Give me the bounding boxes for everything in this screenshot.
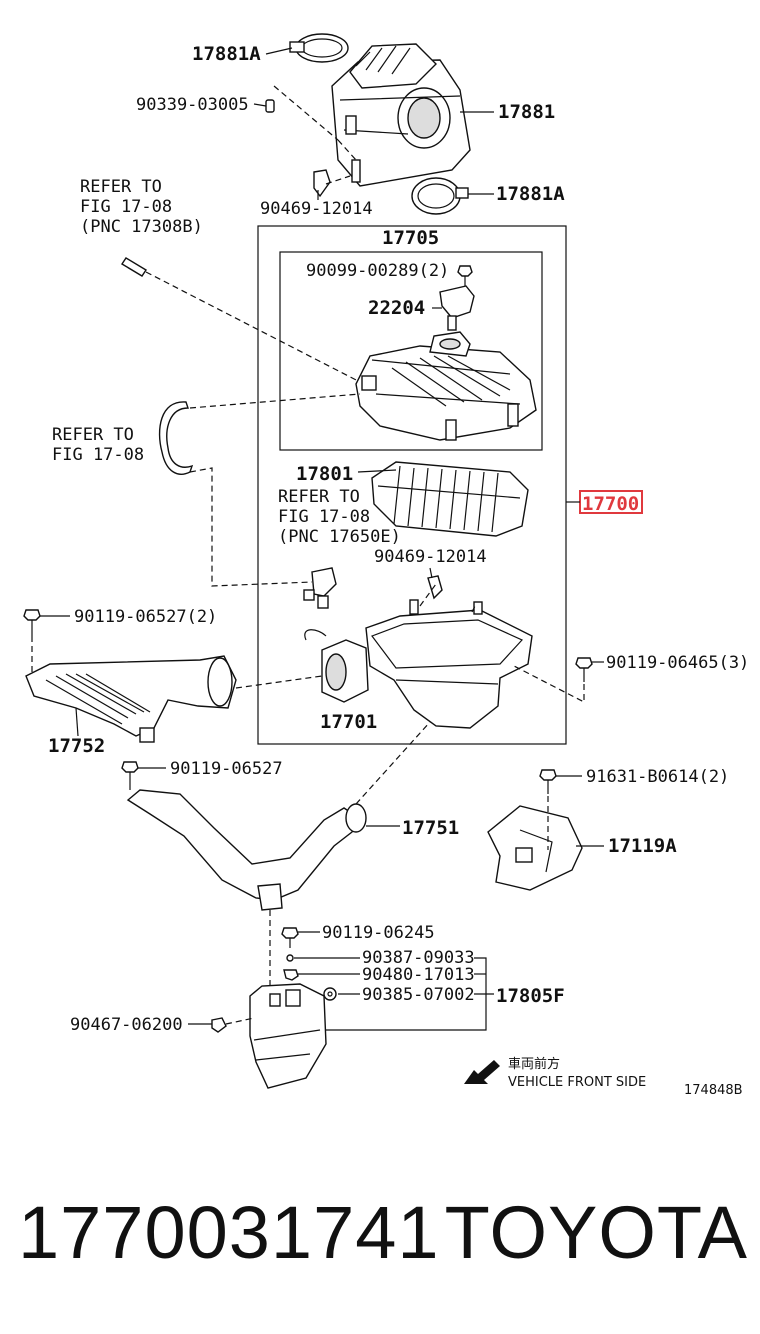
part-number: 1770031741 (18, 1191, 440, 1274)
label-17705: 17705 (382, 227, 439, 249)
clamp-90469-mid (427, 575, 443, 600)
label-17700: 17700 (582, 493, 639, 515)
screw-90099 (457, 265, 473, 286)
label-90387: 90387-09033 (362, 948, 475, 968)
clip-90339 (265, 99, 275, 113)
duct-17752 (25, 655, 237, 743)
label-90119-06527-2: 90119-06527(2) (74, 607, 217, 627)
air-cleaner-case-17701 (304, 599, 533, 729)
bolt-90119-06245 (281, 927, 299, 948)
front-label-jp: 車両前方 (508, 1056, 560, 1072)
refer1-line1: REFER TO (80, 177, 162, 197)
assembly-box-17700 (257, 225, 567, 745)
label-90099: 90099-00289(2) (306, 261, 449, 281)
label-17751: 17751 (402, 817, 459, 839)
clamp-90469-top (313, 169, 331, 198)
bolt-90119-06527 (121, 761, 139, 790)
filter-element-17801 (371, 461, 529, 537)
cap-subassembly-box-17705 (279, 251, 543, 451)
label-17119A: 17119A (608, 835, 677, 857)
label-90469-mid: 90469-12014 (374, 547, 487, 567)
label-90119-06465: 90119-06465(3) (606, 653, 749, 673)
grommet-90385 (323, 987, 337, 1001)
refer1-line3: (PNC 17308B) (80, 217, 203, 237)
bolt-90119-06527-2 (23, 609, 41, 636)
brand-name: TOYOTA (444, 1191, 748, 1274)
refer2-line2: FIG 17-08 (52, 445, 144, 465)
refer1-line2: FIG 17-08 (80, 197, 172, 217)
grommet-90387 (286, 954, 294, 962)
hose-clamp-17881A-top (289, 33, 349, 63)
label-17881: 17881 (498, 101, 555, 123)
label-90385: 90385-07002 (362, 985, 475, 1005)
valve-17650E (303, 567, 337, 609)
refer3-line3: (PNC 17650E) (278, 527, 401, 547)
air-cleaner-cap-17705 (355, 331, 537, 441)
figure-code: 174848B (684, 1083, 743, 1098)
label-17881A-bottom: 17881A (496, 183, 565, 205)
label-90469-top: 90469-12014 (260, 199, 373, 219)
air-inlet-17881 (331, 43, 471, 187)
label-90339: 90339-03005 (136, 95, 249, 115)
label-17801: 17801 (296, 463, 353, 485)
resonator-17805F (249, 983, 327, 1089)
bolt-91631 (539, 769, 557, 794)
footer: 1770031741 TOYOTA (18, 1190, 748, 1274)
refer3-line2: FIG 17-08 (278, 507, 370, 527)
label-17881A-top: 17881A (192, 43, 261, 65)
front-label-en: VEHICLE FRONT SIDE (508, 1075, 646, 1090)
parts-diagram: 17881A 90339-03005 17881 90469-12014 178… (23, 33, 749, 1098)
label-17805F: 17805F (496, 985, 565, 1007)
bracket-17119A (487, 805, 583, 891)
refer3-line1: REFER TO (278, 487, 360, 507)
bolt-90119-06465 (575, 657, 593, 682)
clip-90467 (211, 1017, 227, 1033)
label-90480: 90480-17013 (362, 965, 475, 985)
label-17701: 17701 (320, 711, 377, 733)
label-90119-06527: 90119-06527 (170, 759, 283, 779)
nut-90480 (283, 969, 299, 981)
sensor-22204 (439, 285, 475, 331)
label-90119-06245: 90119-06245 (322, 923, 435, 943)
label-17752: 17752 (48, 735, 105, 757)
label-22204: 22204 (368, 297, 425, 319)
hose-clamp-17881A-bottom (411, 177, 469, 215)
label-90467: 90467-06200 (70, 1015, 183, 1035)
label-91631: 91631-B0614(2) (586, 767, 729, 787)
refer2-line1: REFER TO (52, 425, 134, 445)
front-arrow-icon (464, 1060, 500, 1084)
duct-17751 (126, 789, 367, 911)
